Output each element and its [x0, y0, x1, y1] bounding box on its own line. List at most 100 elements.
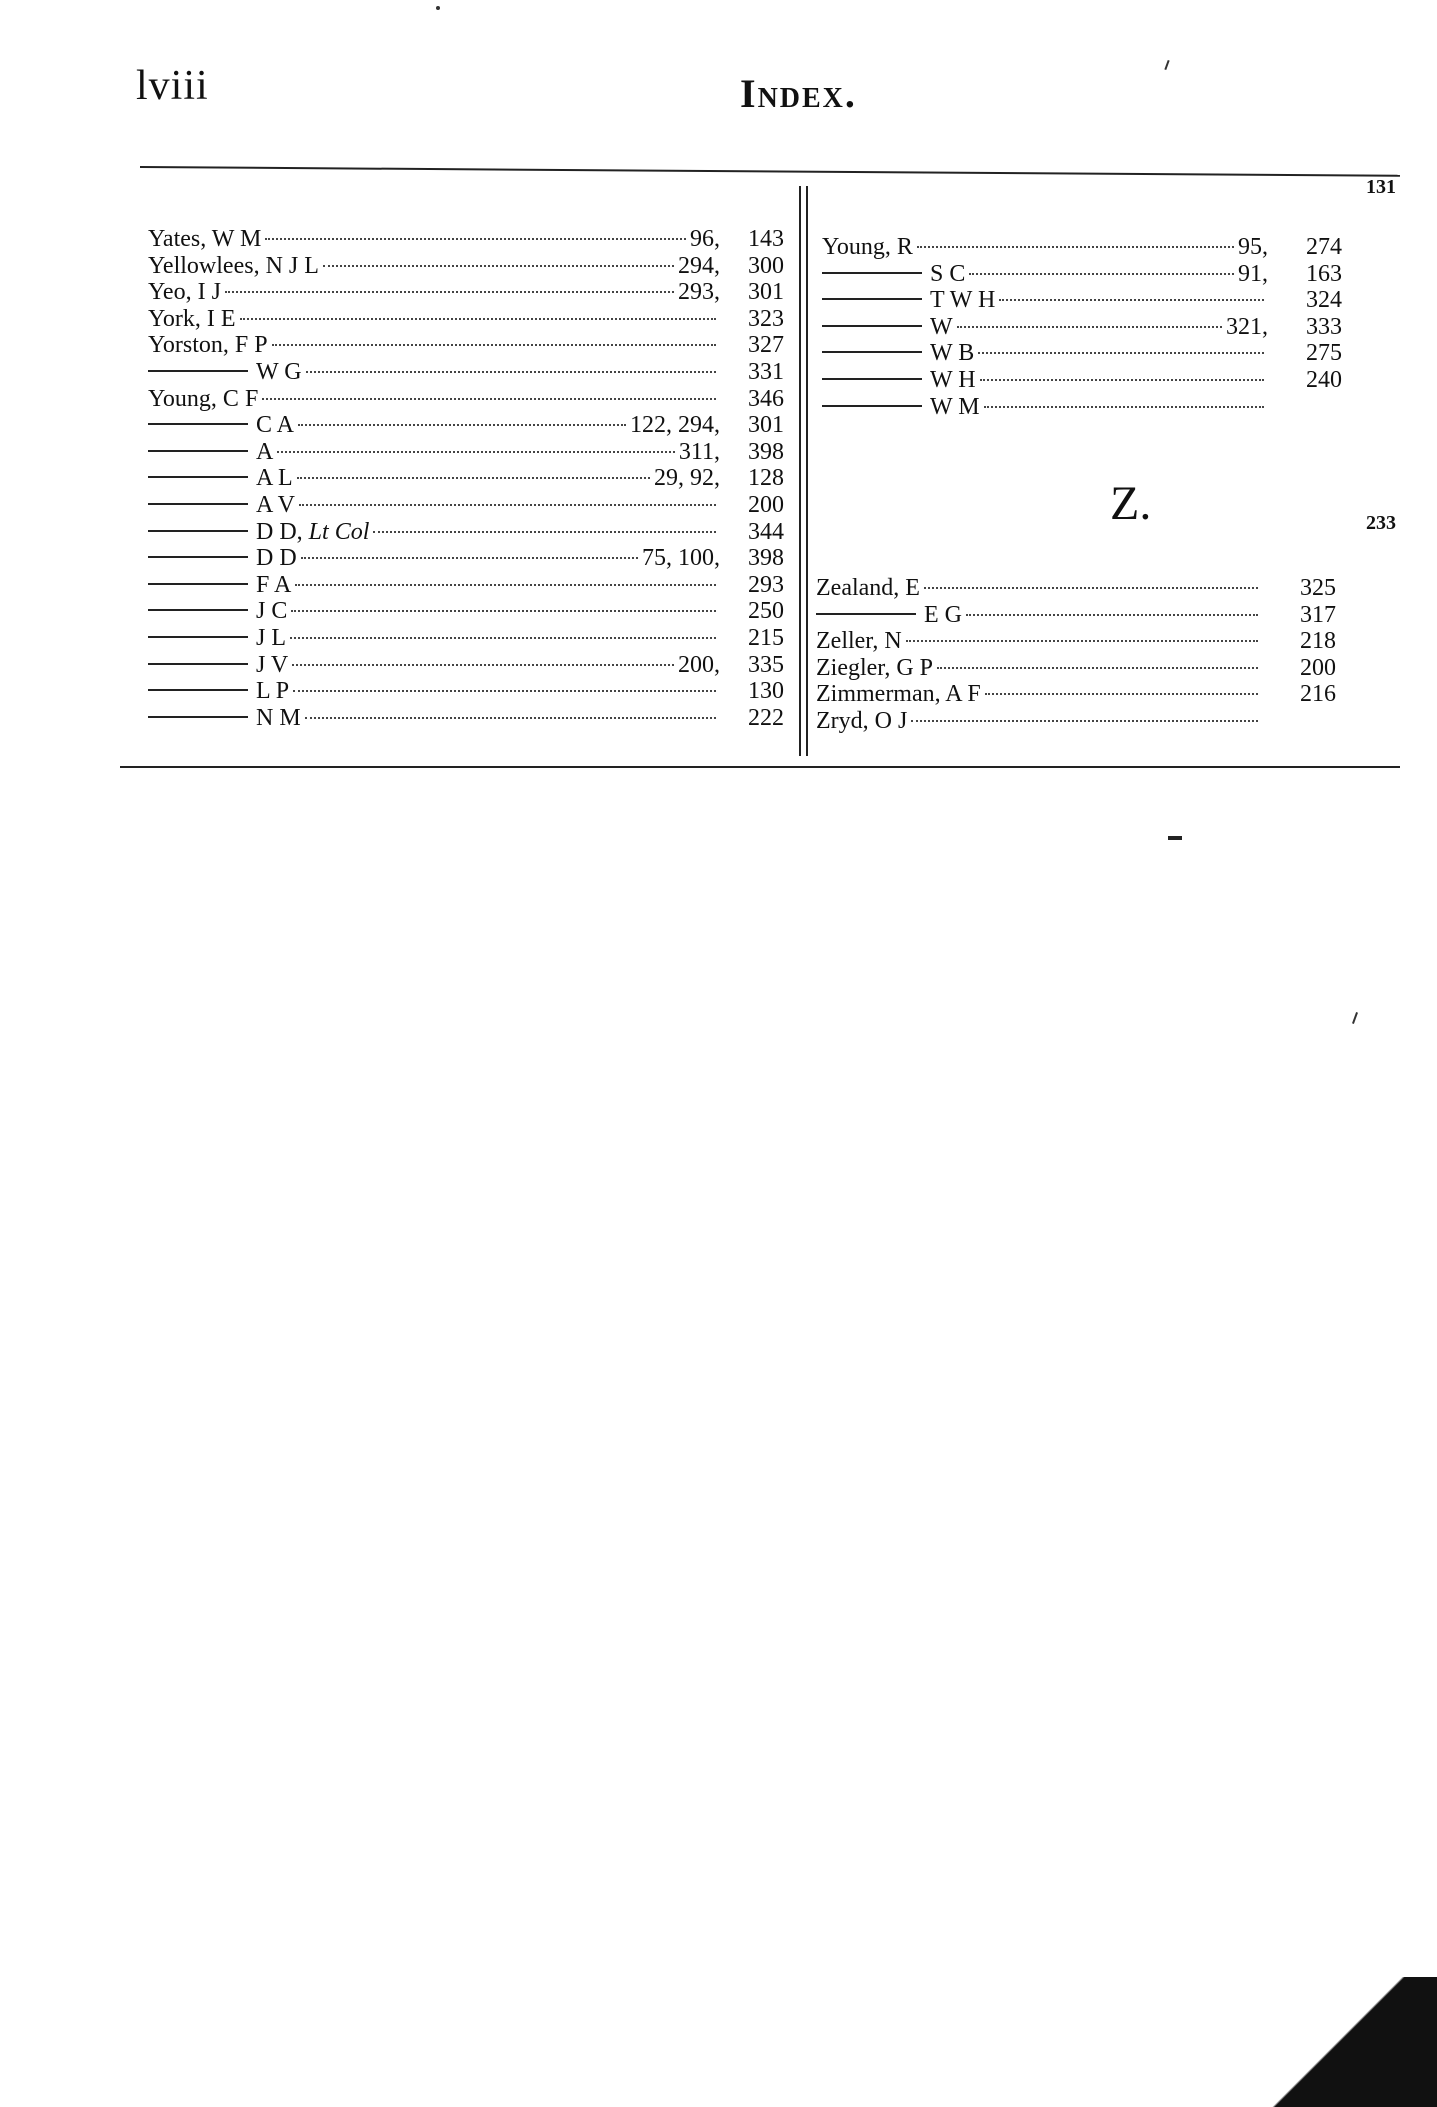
- entry-name: E G: [924, 601, 962, 628]
- ditto-dash: [822, 324, 922, 327]
- entry-name: Zealand, E: [816, 575, 920, 601]
- entry-name: A: [256, 438, 274, 465]
- entry-page: 346: [748, 385, 784, 412]
- entry-refs: 29, 92,: [654, 465, 720, 492]
- entry-page: 275: [1306, 340, 1342, 367]
- ditto-dash: [148, 582, 248, 585]
- ditto-dash: [822, 404, 922, 407]
- dot-leader: [984, 693, 1258, 696]
- entry-refs: 96,: [690, 226, 720, 252]
- dot-leader: [923, 587, 1258, 589]
- entry-page: 200: [748, 491, 784, 518]
- dot-leader: [916, 246, 1234, 248]
- entry-name: J V: [256, 651, 289, 678]
- ditto-dash: [148, 423, 248, 426]
- entry-name: W H: [930, 366, 976, 393]
- ditto-dash: [822, 377, 922, 380]
- page-title: Index.: [740, 71, 857, 116]
- dot-leader: [277, 450, 675, 453]
- dot-leader: [966, 613, 1258, 616]
- entry-page: 398: [748, 545, 784, 572]
- dot-leader: [239, 317, 716, 320]
- dot-leader: [956, 325, 1222, 328]
- entry-name: J C: [256, 598, 288, 625]
- ditto-dash: [148, 449, 248, 452]
- entry-page: 317: [1300, 601, 1336, 628]
- bottom-rule: [120, 766, 1400, 768]
- entry-page: 331: [748, 358, 784, 385]
- speck: [1168, 836, 1182, 840]
- entry-page: 163: [1306, 260, 1342, 287]
- entry-page: 215: [748, 624, 784, 651]
- entry-page: 300: [748, 252, 784, 279]
- entry-page: 333: [1306, 313, 1342, 340]
- entry-name: Zeller, N: [816, 628, 902, 655]
- ditto-dash: [148, 476, 248, 479]
- index-entry: E G 317: [816, 602, 1336, 629]
- dot-leader: [224, 291, 674, 294]
- dot-leader: [300, 557, 638, 560]
- entry-refs: 200,: [678, 651, 720, 678]
- entry-page: 301: [748, 279, 784, 306]
- entry-name: W G: [256, 358, 302, 385]
- entry-name: A V: [256, 491, 295, 518]
- entry-name: Yates, W M: [148, 226, 262, 252]
- column-divider: [806, 186, 808, 756]
- entry-name: Young, R: [822, 234, 913, 260]
- index-entry: W G 331: [148, 359, 784, 386]
- z-top-page: 233: [1366, 512, 1396, 534]
- index-entry: J V 200, 335: [148, 652, 784, 679]
- speck: [1352, 1012, 1358, 1024]
- dot-leader: [905, 640, 1258, 643]
- entry-name: Ziegler, G P: [816, 654, 934, 681]
- dot-leader: [322, 264, 674, 267]
- entry-name: S C: [930, 260, 966, 287]
- entry-refs: 91,: [1238, 260, 1268, 287]
- ditto-dash: [148, 635, 248, 638]
- entry-name: W B: [930, 340, 975, 367]
- entry-page: 274: [1306, 234, 1342, 260]
- entry-page: 344: [748, 518, 784, 545]
- speck: [1164, 59, 1170, 71]
- top-rule: [139, 166, 1400, 177]
- dot-leader: [305, 370, 716, 373]
- ditto-dash: [148, 502, 248, 505]
- dot-leader: [271, 344, 716, 347]
- entry-name: A L: [256, 465, 293, 492]
- entry-page: 222: [748, 704, 784, 731]
- entry-page: 128: [748, 465, 784, 492]
- dot-leader: [298, 424, 626, 427]
- ditto-dash: [816, 612, 916, 615]
- entry-page: 323: [748, 305, 784, 332]
- entry-name: L P: [256, 678, 290, 705]
- entry-name: W M: [930, 393, 980, 420]
- ditto-dash: [822, 298, 922, 301]
- index-entry: W M: [822, 394, 1342, 421]
- entry-page: 335: [748, 651, 784, 678]
- entry-name: Yellowlees, N J L: [148, 252, 319, 279]
- entry-refs: 293,: [678, 279, 720, 306]
- index-entry: Yates, W M 96, 143: [148, 226, 784, 253]
- dot-leader: [265, 238, 686, 240]
- entry-name: Zryd, O J: [816, 707, 908, 734]
- ditto-dash: [148, 609, 248, 612]
- ditto-dash: [148, 715, 248, 718]
- entry-refs: 311,: [678, 438, 720, 465]
- dot-leader: [290, 636, 716, 639]
- dot-leader: [983, 405, 1264, 408]
- ditto-dash: [822, 351, 922, 354]
- speck: [436, 6, 440, 10]
- entry-page: 293: [748, 571, 784, 598]
- index-entry: W B 275: [822, 340, 1342, 367]
- entry-page: 143: [748, 226, 784, 252]
- dot-leader: [979, 378, 1264, 381]
